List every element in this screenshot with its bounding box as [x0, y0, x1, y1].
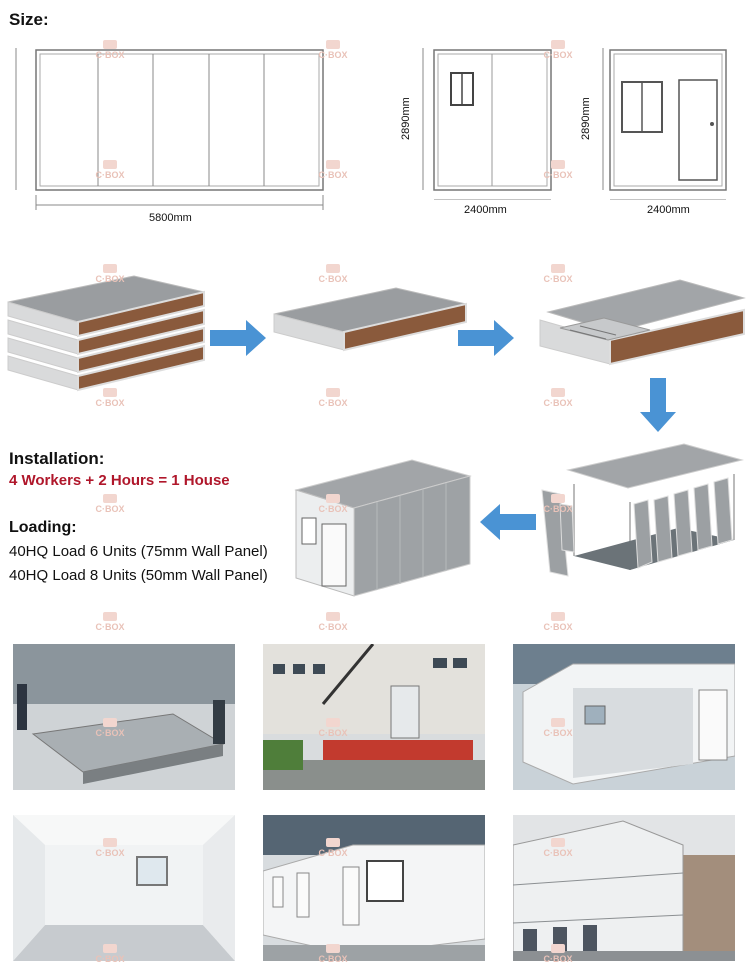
watermark-logo: C·BOX	[538, 388, 578, 408]
watermark-logo: C·BOX	[313, 388, 353, 408]
side-elevation-door-drawing	[602, 48, 727, 200]
watermark-logo: C·BOX	[538, 612, 578, 632]
watermark-logo: C·BOX	[538, 718, 578, 738]
loading-heading: Loading:	[9, 519, 77, 536]
photo-stacked-units	[513, 815, 735, 961]
watermark-logo: C·BOX	[313, 718, 353, 738]
side-a-height-label: 2890mm	[400, 97, 412, 140]
watermark-logo: C·BOX	[90, 264, 130, 284]
photo-open-container	[513, 644, 735, 790]
watermark-logo: C·BOX	[90, 388, 130, 408]
watermark-logo: C·BOX	[313, 264, 353, 284]
side-b-height-label: 2890mm	[580, 97, 592, 140]
watermark-logo: C·BOX	[90, 494, 130, 514]
watermark-logo: C·BOX	[90, 160, 130, 180]
watermark-logo: C·BOX	[90, 718, 130, 738]
watermark-logo: C·BOX	[538, 160, 578, 180]
arrow-down-icon	[640, 378, 676, 432]
flatpack-stack-illustration	[7, 275, 205, 392]
installation-heading: Installation:	[9, 449, 105, 468]
watermark-logo: C·BOX	[313, 944, 353, 964]
opened-flatpack-illustration	[539, 279, 746, 366]
completed-house-illustration	[294, 459, 472, 597]
watermark-logo: C·BOX	[313, 40, 353, 60]
single-flatpack-illustration	[273, 287, 467, 352]
watermark-logo: C·BOX	[90, 944, 130, 964]
arrow-right-icon	[210, 320, 266, 356]
front-elevation-drawing	[15, 48, 324, 210]
side-elevation-window-drawing	[422, 48, 552, 200]
watermark-logo: C·BOX	[538, 264, 578, 284]
watermark-logo: C·BOX	[538, 838, 578, 858]
watermark-logo: C·BOX	[313, 160, 353, 180]
watermark-logo: C·BOX	[538, 494, 578, 514]
watermark-logo: C·BOX	[538, 40, 578, 60]
loading-line-75mm: 40HQ Load 6 Units (75mm Wall Panel)	[9, 543, 268, 560]
watermark-logo: C·BOX	[313, 494, 353, 514]
side-b-width-label: 2400mm	[647, 204, 690, 216]
watermark-logo: C·BOX	[313, 838, 353, 858]
arrow-left-icon	[480, 504, 536, 540]
watermark-logo: C·BOX	[90, 612, 130, 632]
size-heading: Size:	[9, 10, 49, 29]
front-length-label: 5800mm	[149, 212, 192, 224]
installation-formula: 4 Workers + 2 Hours = 1 House	[9, 472, 230, 489]
watermark-logo: C·BOX	[90, 838, 130, 858]
photo-interior	[13, 815, 235, 961]
watermark-logo: C·BOX	[90, 40, 130, 60]
arrow-right-icon	[458, 320, 514, 356]
exploded-frame-illustration	[541, 443, 744, 577]
watermark-logo: C·BOX	[538, 944, 578, 964]
photo-container-row	[263, 815, 485, 961]
loading-line-50mm: 40HQ Load 8 Units (50mm Wall Panel)	[9, 567, 268, 584]
photo-factory-assembly	[13, 644, 235, 790]
side-a-width-label: 2400mm	[464, 204, 507, 216]
watermark-logo: C·BOX	[313, 612, 353, 632]
photo-crane-lifting	[263, 644, 485, 790]
